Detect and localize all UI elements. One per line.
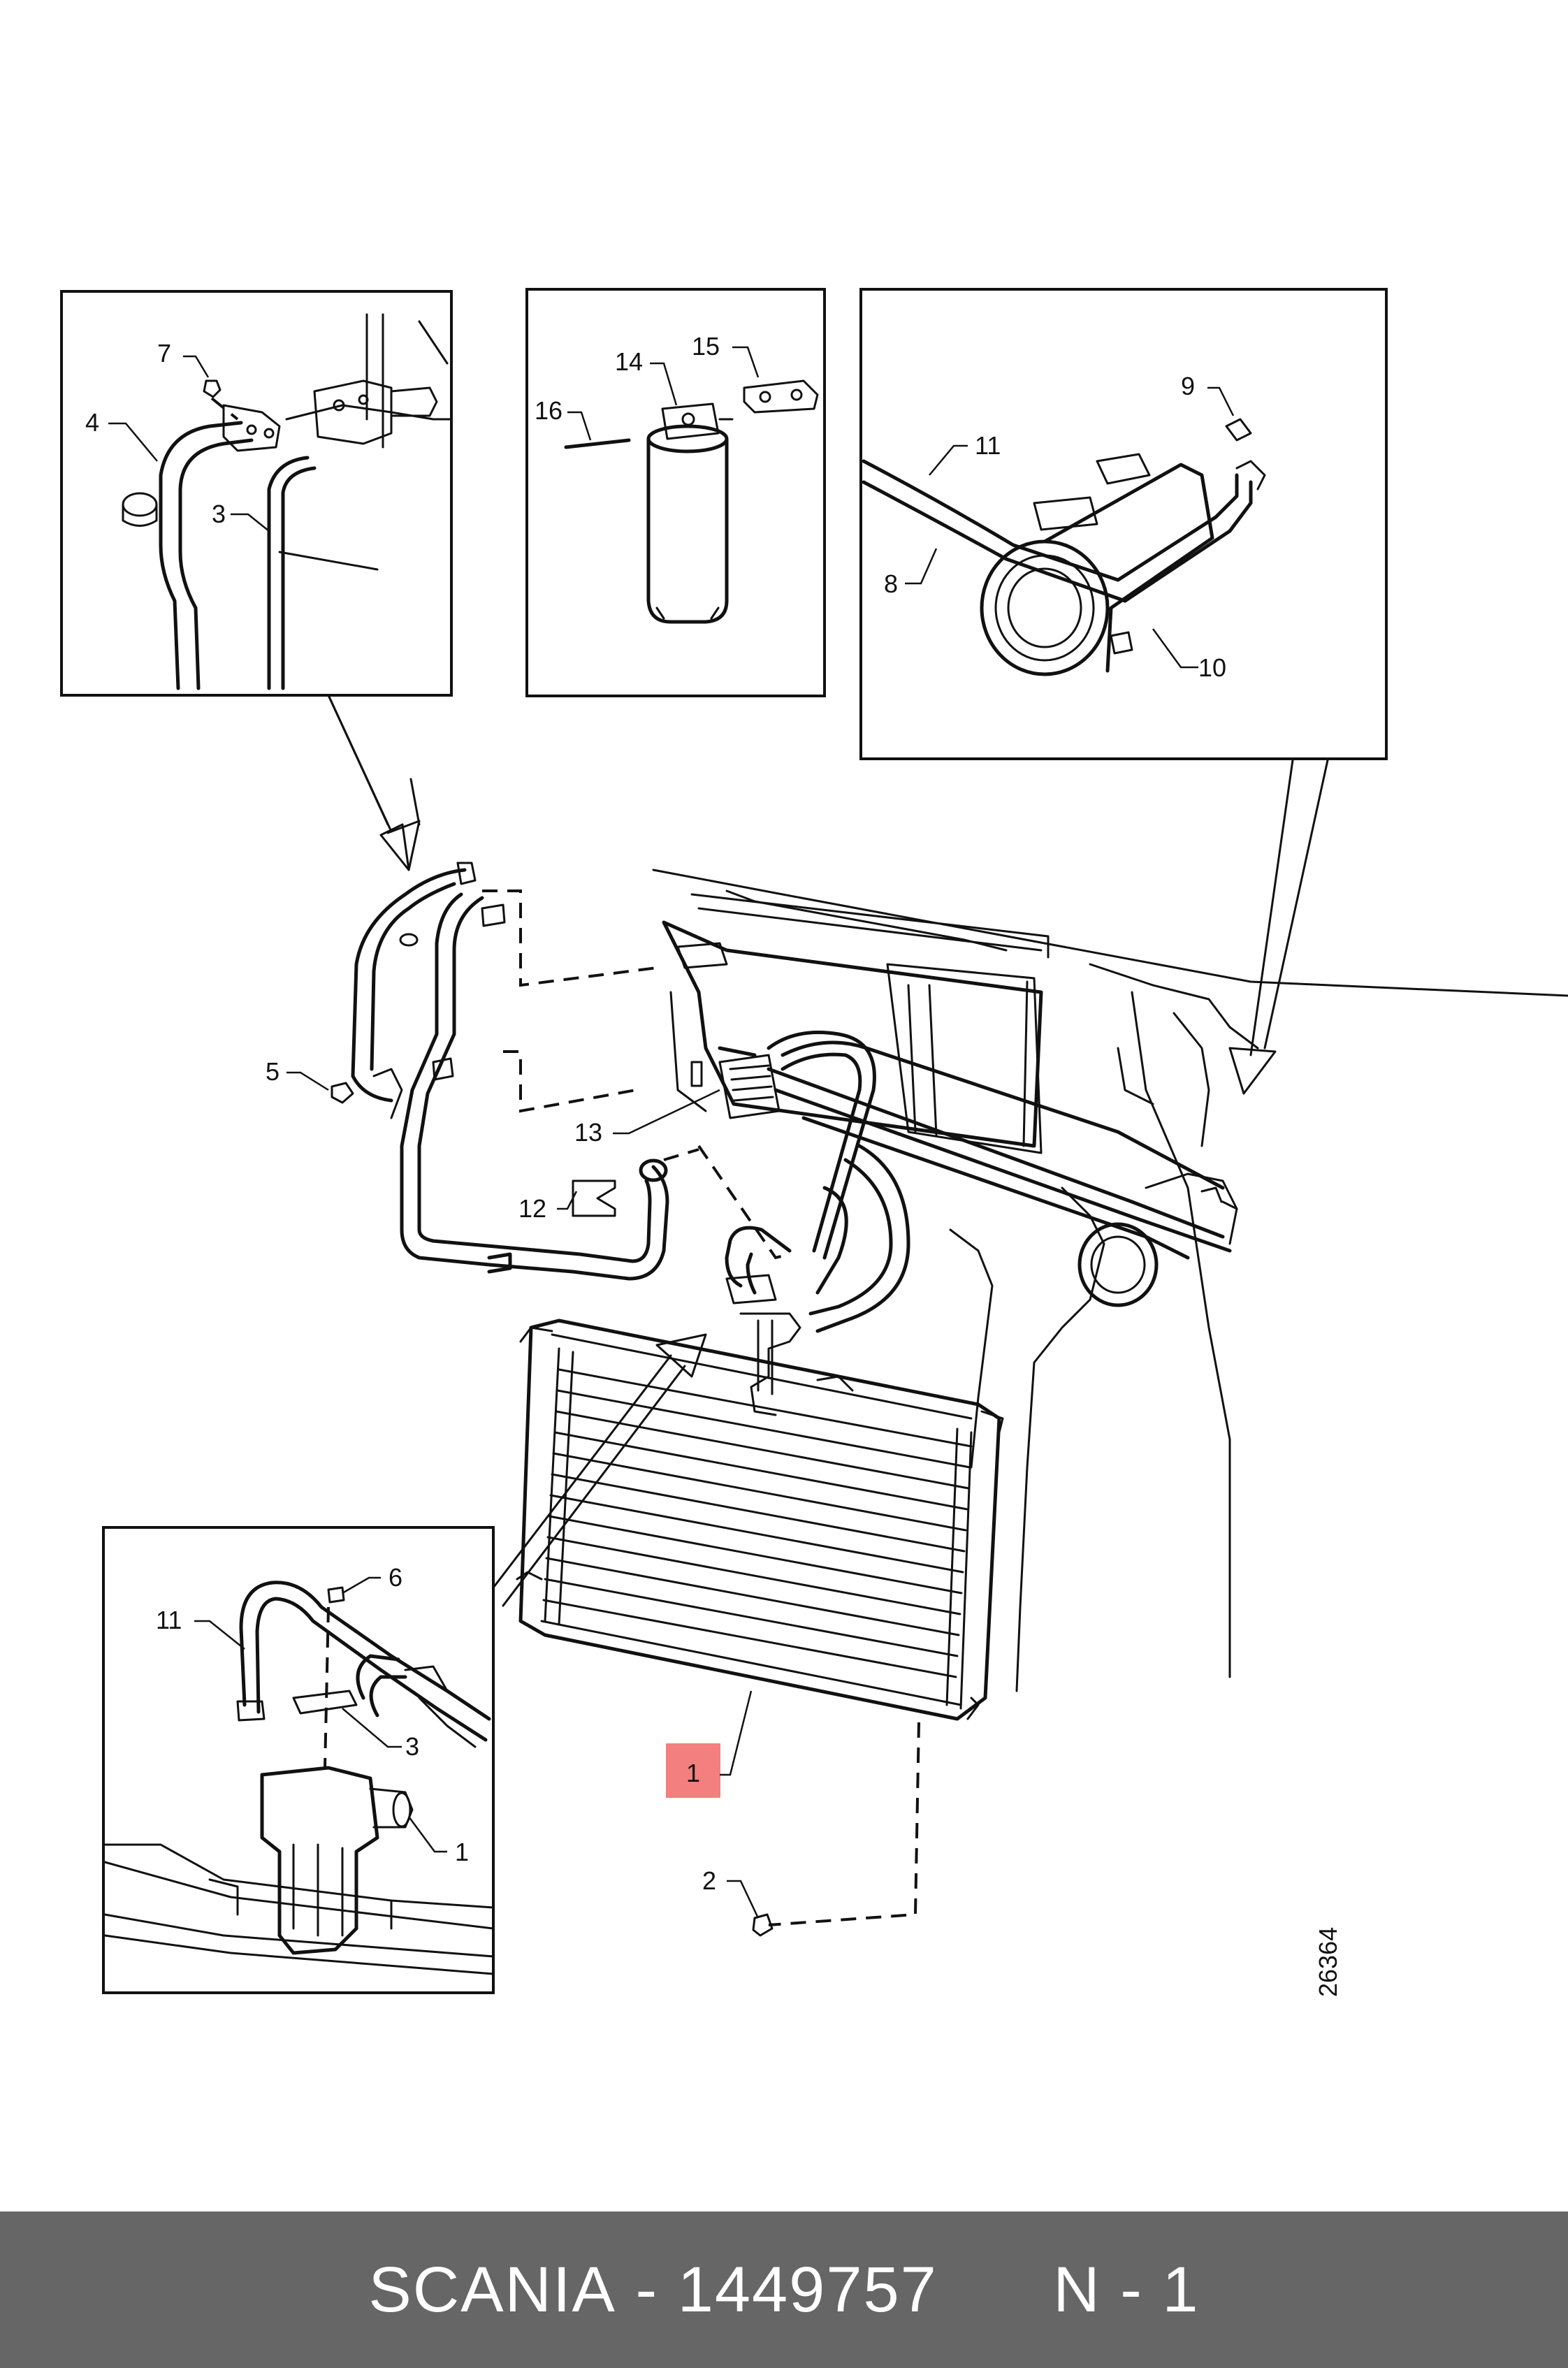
callout-9: 9 [1181,372,1195,400]
callout-2: 2 [702,1866,716,1895]
callout-16: 16 [535,396,562,425]
callout-7: 7 [157,339,171,368]
callout-14: 14 [615,347,643,376]
inset-callout-11: 11 [156,1606,182,1634]
highlight-callout-1 [666,1743,720,1798]
callout-11: 11 [975,431,1001,460]
footer-part-number: 1449757 [677,2253,938,2325]
footer-position-label: N - 1 [1053,2253,1200,2325]
callout-4: 4 [85,408,99,437]
part-footer: SCANIA - 1449757 N - 1 [0,2211,1568,2368]
inset-pipe-connection: 7 4 3 [60,290,453,697]
inset-callout-6: 6 [389,1563,402,1592]
callout-12: 12 [518,1194,546,1223]
callout-5: 5 [266,1057,280,1086]
callout-8: 8 [884,569,898,598]
inset-condenser-connection: 6 11 3 1 [102,1526,495,1994]
drawing-number: 26364 [1314,1927,1342,1997]
footer-separator: - [635,2253,659,2325]
main-assembly: 13 5 12 [266,862,1568,1937]
callout-13: 13 [574,1118,602,1147]
callout-15: 15 [692,332,720,361]
callout-1-highlighted: 1 [686,1759,700,1787]
condenser [516,1319,1004,1721]
footer-brand: SCANIA [368,2253,616,2325]
inset-receiver-drier: 16 14 15 [525,288,826,697]
parts-diagram: 7 4 3 16 14 15 [60,288,1568,1997]
callout-3: 3 [212,500,226,528]
inset-callout-3: 3 [405,1732,419,1761]
inset-compressor: 9 11 8 10 [859,288,1388,760]
inset-callout-1: 1 [455,1838,469,1866]
callout-10: 10 [1198,653,1226,682]
